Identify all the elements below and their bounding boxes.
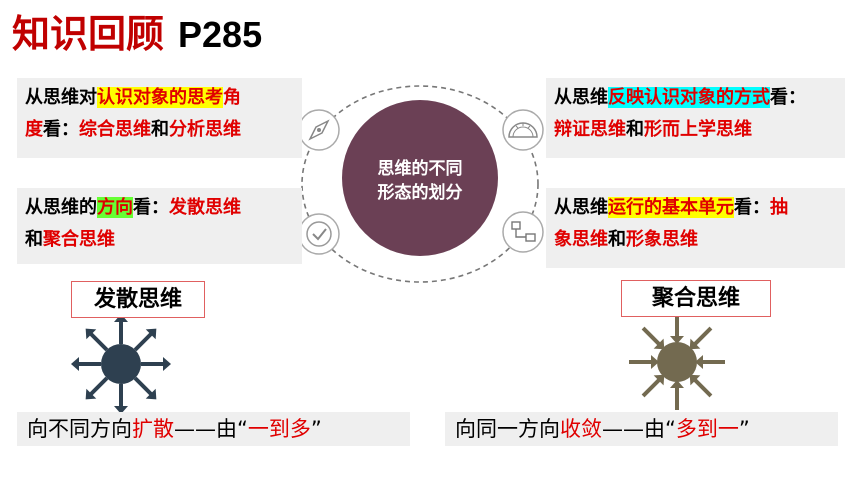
panel1-hl-tail: 角 [223, 87, 241, 108]
arrow-head [689, 338, 701, 350]
title-main: 知识回顾 [12, 12, 165, 56]
diverge-desc-keyword: 扩散 [132, 417, 174, 441]
arrow-head [114, 314, 128, 322]
diverge-description: 向不同方向扩散——由“一到多” [17, 412, 410, 446]
panel1-term-a: 综合思维 [79, 119, 151, 140]
arrow-head [85, 328, 97, 340]
arrow-head [651, 355, 659, 369]
converge-desc-quote: 多到一 [675, 417, 739, 441]
diverge-desc-dash: ——由“ [174, 417, 248, 441]
converge-desc-dash: ——由“ [602, 417, 676, 441]
arrow-shaft [692, 326, 713, 347]
panel4-term-b: 形象思维 [626, 229, 698, 250]
center-line2: 形态的划分 [378, 182, 463, 203]
orbit-ring [301, 85, 539, 283]
diverge-arrows-icon [71, 314, 171, 414]
converge-desc-end: ” [738, 417, 750, 441]
converge-description: 向同一方向收敛——由“多到一” [445, 412, 838, 446]
arrow-head [670, 380, 684, 388]
panel4-term-a-end: 象思维 [554, 229, 608, 250]
converge-arrows-icon [629, 314, 725, 410]
diverge-desc-quote: 一到多 [247, 417, 311, 441]
panel1-highlight: 认识对象的思考 [97, 87, 223, 108]
panel2-highlight: 方向 [97, 197, 133, 218]
arrow-head [653, 338, 665, 350]
panel2-mid: 看： [133, 197, 169, 218]
panel2-and: 和 [25, 229, 43, 250]
arrow-shaft [692, 377, 713, 398]
arrow-head [670, 336, 684, 344]
arrow-head [145, 328, 157, 340]
panel-direction-dimension: 从思维的方向看：发散思维 和聚合思维 [17, 188, 302, 264]
panel4-highlight: 运行的基本单元 [608, 197, 734, 218]
panel2-prefix: 从思维的 [25, 197, 97, 218]
title-page: P285 [178, 14, 263, 55]
page-title: 知识回顾 P285 [12, 6, 262, 62]
panel-content-dimension: 从思维对认识对象的思考角 度看：综合思维和分析思维 [17, 78, 302, 158]
panel3-mid: 看： [770, 87, 806, 108]
panel-unit-dimension: 从思维运行的基本单元看：抽 象思维和形象思维 [546, 188, 845, 268]
arrow-shaft [88, 331, 109, 352]
arrow-head [653, 374, 665, 386]
arrow-head [71, 357, 79, 371]
panel2-term-a: 发散思维 [169, 197, 241, 218]
converge-label: 聚合思维 [621, 280, 771, 317]
panel3-prefix: 从思维 [554, 87, 608, 108]
panel1-mid: 看： [43, 119, 79, 140]
panel-reflection-dimension: 从思维反映认识对象的方式看： 辩证思维和形而上学思维 [546, 78, 845, 158]
panel3-and: 和 [626, 119, 644, 140]
panel1-term-b: 分析思维 [169, 119, 241, 140]
center-line1: 思维的不同 [378, 158, 463, 179]
compass-icon [298, 109, 340, 151]
panel3-highlight: 反映认识对象的方式 [608, 87, 770, 108]
arrow-head [145, 388, 157, 400]
panel1-and: 和 [151, 119, 169, 140]
diverge-desc-prefix: 向不同方向 [27, 417, 132, 441]
arrow-head [114, 406, 128, 414]
arrow-head [85, 388, 97, 400]
arrow-head [695, 355, 703, 369]
arrow-shaft [133, 376, 154, 397]
flowchart-icon [502, 211, 544, 253]
arrow-head [163, 357, 171, 371]
arrow-shaft [88, 376, 109, 397]
arrow-head [689, 374, 701, 386]
diverge-label: 发散思维 [71, 281, 205, 318]
panel3-term-a: 辩证思维 [554, 119, 626, 140]
panel4-and: 和 [608, 229, 626, 250]
panel1-prefix: 从思维对 [25, 87, 97, 108]
arrow-shaft [641, 377, 662, 398]
protractor-icon [502, 109, 544, 151]
panel4-mid: 看： [734, 197, 770, 218]
converge-desc-keyword: 收敛 [560, 417, 602, 441]
panel4-prefix: 从思维 [554, 197, 608, 218]
arrow-shaft [133, 331, 154, 352]
panel1-line2-start: 度 [25, 119, 43, 140]
converge-desc-prefix: 向同一方向 [455, 417, 560, 441]
panel3-term-b: 形而上学思维 [644, 119, 752, 140]
panel2-term-b: 聚合思维 [43, 229, 115, 250]
arrow-shaft [641, 326, 662, 347]
center-circle [342, 100, 498, 256]
diverge-desc-end: ” [310, 417, 322, 441]
panel4-term-a-start: 抽 [770, 197, 788, 218]
checkmark-icon [298, 213, 340, 255]
